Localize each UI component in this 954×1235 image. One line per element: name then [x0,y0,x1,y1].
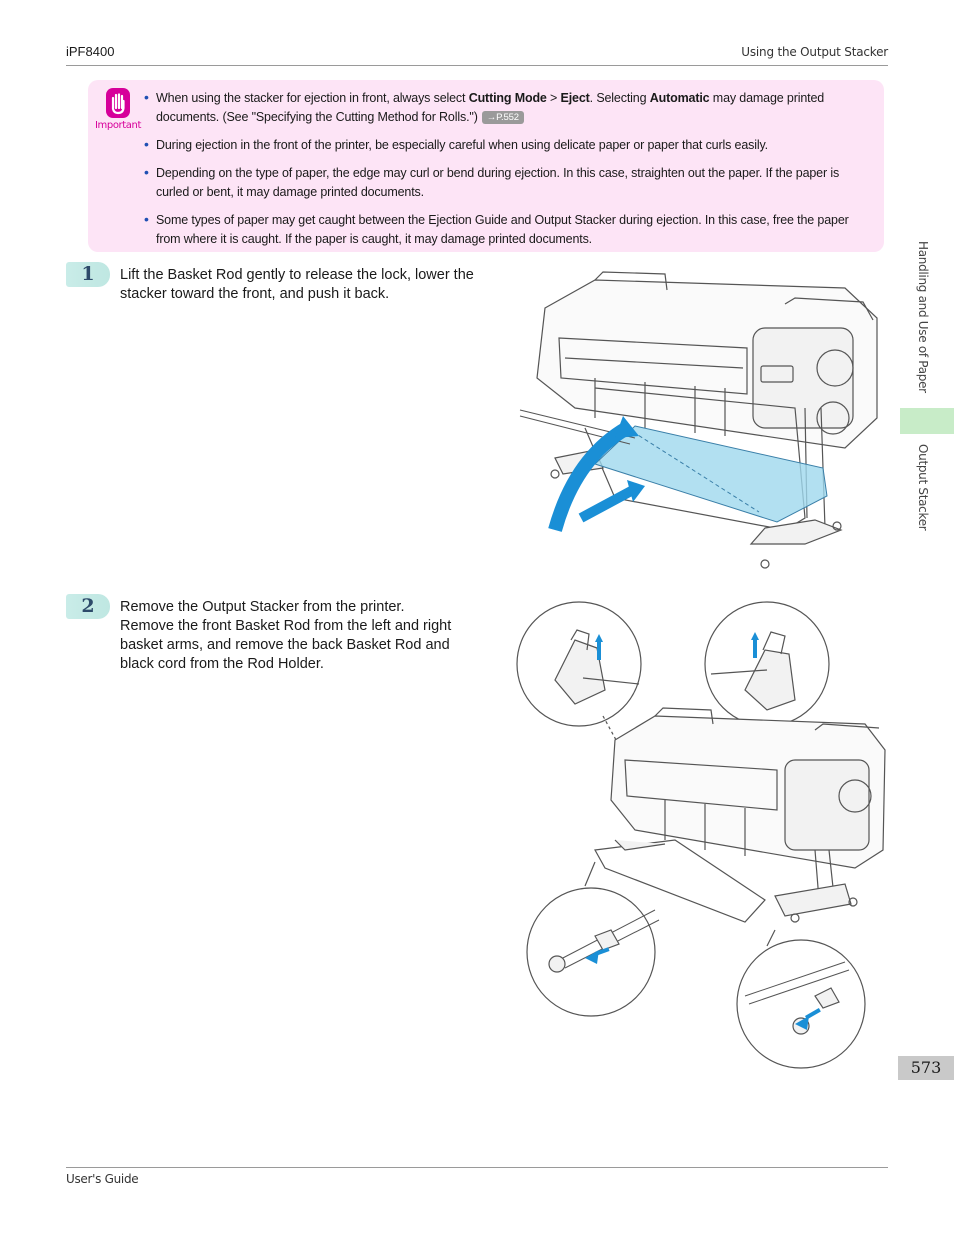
sidebar-section-tab [900,408,954,434]
step-number-badge: 2 [66,594,110,619]
important-note: Depending on the type of paper, the edge… [144,163,874,202]
important-label: Important [95,120,141,131]
sidebar-section-title: Output Stacker [916,444,930,531]
important-notes-list: When using the stacker for ejection in f… [144,88,874,258]
menu-term-automatic: Automatic [649,91,710,105]
important-note: During ejection in the front of the prin… [144,135,874,155]
important-note: Some types of paper may get caught betwe… [144,210,874,249]
step-2-instructions: Remove the Output Stacker from the print… [120,599,452,672]
page-number: 573 [898,1056,954,1080]
menu-term-cutting-mode: Cutting Mode [468,91,547,105]
stop-hand-icon [106,88,130,118]
sidebar-chapter-title: Handling and Use of Paper [916,241,930,393]
stacker-removal-illustration [516,601,886,1069]
step-number-badge: 1 [66,262,110,287]
footer-divider [66,1167,888,1168]
footer-guide-title: User's Guide [66,1172,139,1186]
page-reference-link[interactable]: →P.552 [481,111,524,124]
printer-stacker-lowering-illustration [519,271,878,569]
important-badge: Important [92,88,144,131]
header-section-title: Using the Output Stacker [741,45,888,59]
important-note: When using the stacker for ejection in f… [144,88,874,127]
important-notice: Important When using the stacker for eje… [88,80,884,252]
step-1-instructions: Lift the Basket Rod gently to release th… [120,267,474,302]
header-model: iPF8400 [66,44,115,59]
menu-term-eject: Eject [560,91,590,105]
header-divider [66,65,888,66]
